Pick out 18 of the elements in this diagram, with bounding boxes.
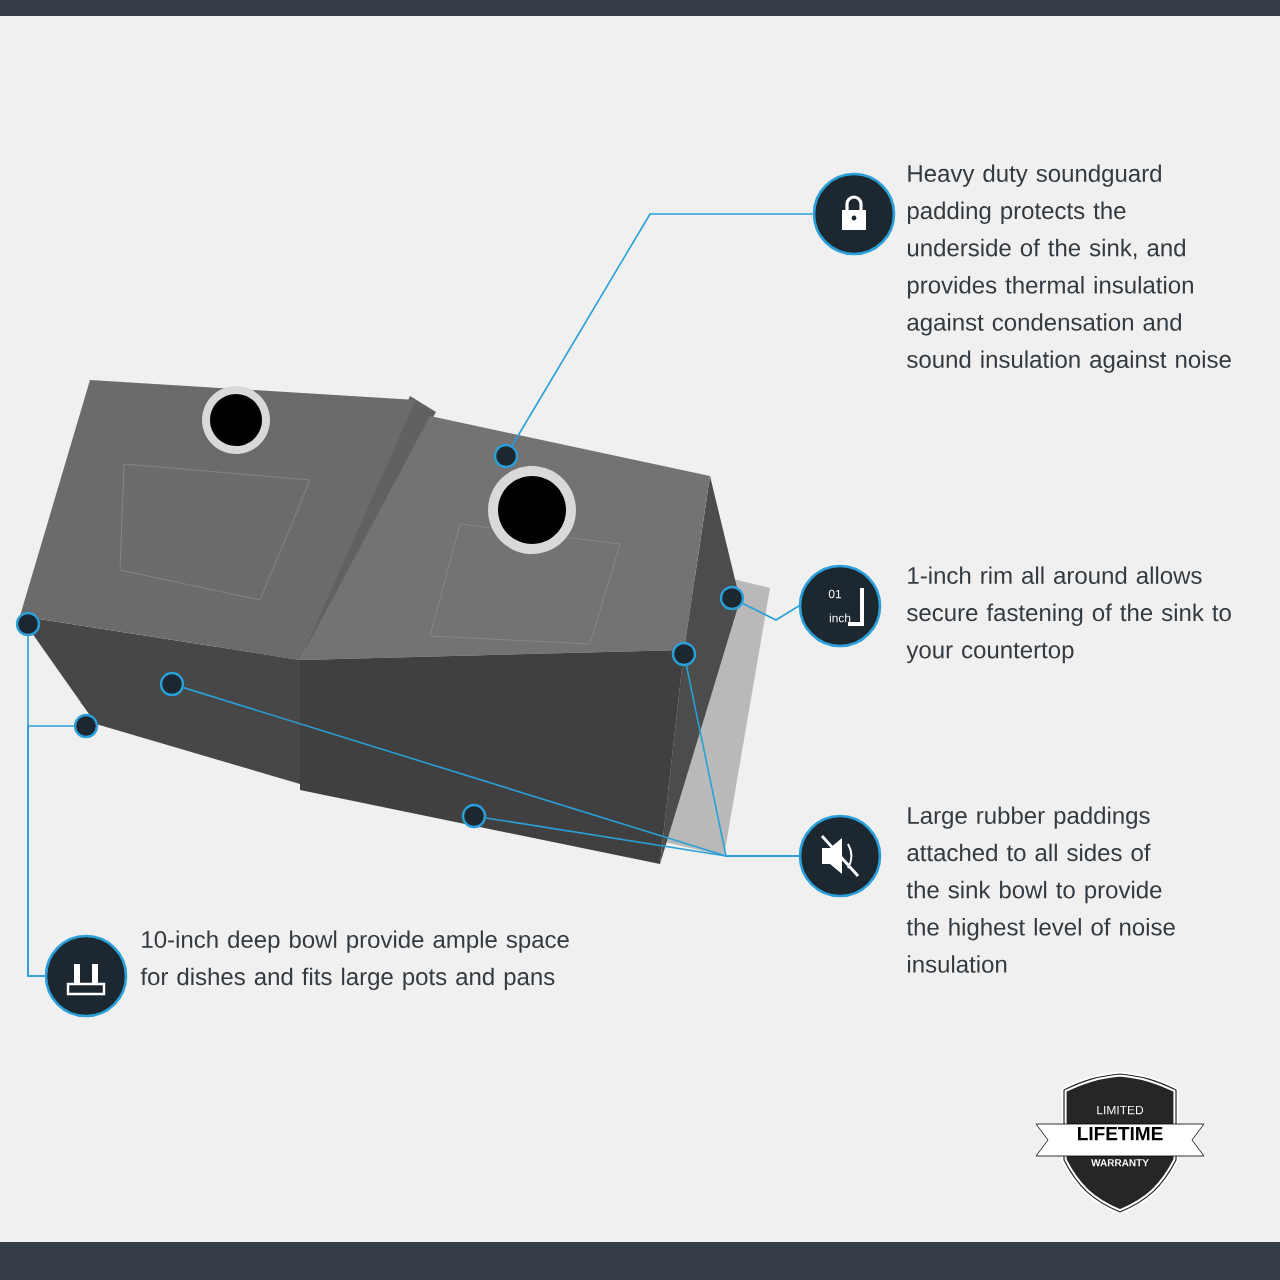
icon-circle: [812, 172, 896, 256]
marker-dot: [719, 585, 745, 611]
marker-dot: [159, 671, 185, 697]
marker-dot: [461, 803, 487, 829]
marker-dot: [671, 641, 697, 667]
callout-text: Large rubber paddings attached to all sides of the sink bowl to provide the highest level of noise insulation: [906, 806, 1175, 973]
callout-text: 10-inch deep bowl provide ample space for dishes and fits large pots and pans: [140, 930, 569, 990]
callout-text: Heavy duty soundguard padding protects the underside of the sink, and provides thermal insulation against condensation and sound insulation against noise: [907, 164, 1231, 373]
marker-dot: [15, 611, 41, 637]
marker-dot: [73, 713, 99, 739]
leader-line: [511, 213, 814, 447]
icon-circle: [44, 934, 128, 1018]
marker-dot: [493, 443, 519, 469]
icon-circle: [798, 814, 882, 898]
callout-text: 1-inch rim all around allows secure fastening of the sink to your countertop: [906, 566, 1231, 664]
leader-line: [485, 817, 800, 857]
leader-line: [742, 602, 800, 621]
leader-line: [27, 725, 75, 977]
